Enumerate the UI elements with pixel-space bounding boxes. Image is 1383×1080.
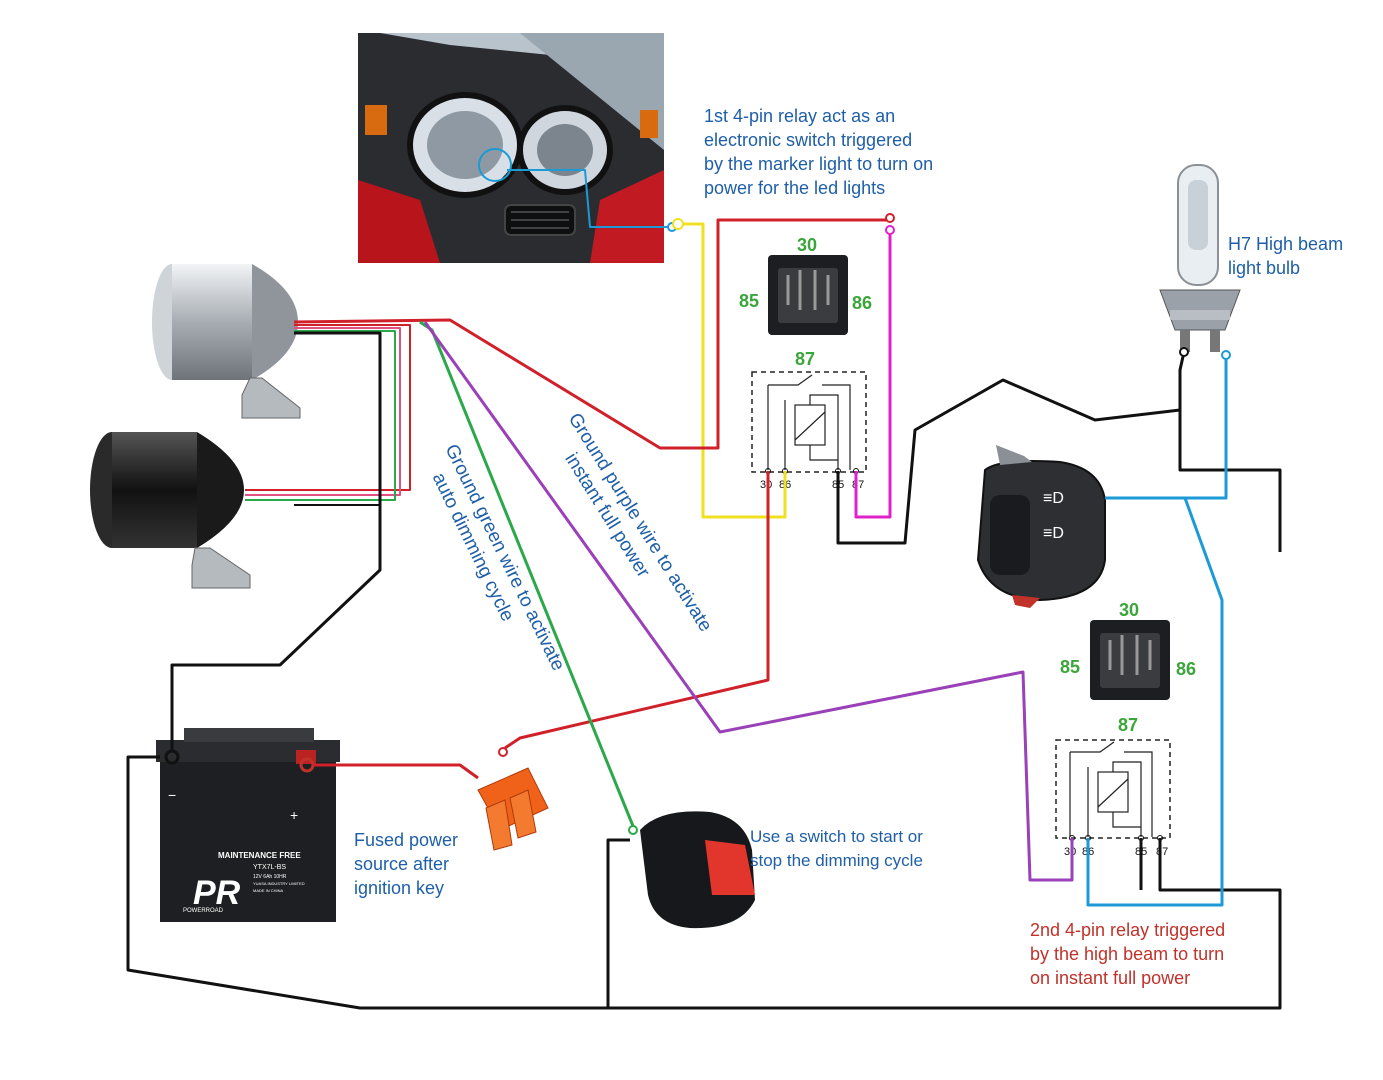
battery-industry: YUASA INDUSTRY LIMITED	[253, 881, 305, 886]
battery-model: YTX7L-BS	[253, 864, 286, 871]
green-wire-annotation: Ground green wire to activate auto dimmi…	[428, 441, 569, 674]
led-light-black	[90, 432, 251, 589]
relay2-pin-bottom-label: 87	[1118, 715, 1138, 735]
battery-spec: 12V 6Ah 10HR	[253, 874, 287, 880]
battery-label: MAINTENANCE FREE	[218, 851, 301, 860]
relay2-pin-left-label: 85	[1060, 657, 1080, 677]
dimming-switch	[628, 811, 755, 929]
relay1-description: 1st 4-pin relay act as an electronic swi…	[704, 106, 934, 198]
battery-brand: POWERROAD	[183, 908, 224, 914]
switch-description: Use a switch to start or stop the dimmin…	[750, 827, 923, 870]
relay2-pin-right-label: 86	[1176, 659, 1196, 679]
relay-2: 30 85 86 87 30 86 85 87	[1055, 600, 1196, 858]
relay1-pin-right-label: 86	[852, 293, 872, 313]
relay2-pin-top-label: 30	[1119, 600, 1139, 620]
relay-1: 30 85 86 87 30 86 85 87	[739, 235, 872, 491]
low-beam-icon: ≡D	[1043, 525, 1064, 542]
relay1-pin-left-label: 85	[739, 291, 759, 311]
purple-wire-annotation: Ground purple wire to activate instant f…	[560, 410, 716, 636]
h7-bulb	[1159, 164, 1241, 352]
high-beam-icon: ≡D	[1043, 490, 1064, 507]
h7-bulb-description: H7 High beam light bulb	[1228, 234, 1344, 278]
green-wire-label-line1: Ground green wire to activate	[441, 441, 569, 674]
battery: MAINTENANCE FREE YTX7L-BS 12V 6Ah 10HR Y…	[156, 728, 340, 922]
fuse	[477, 767, 549, 851]
purple-wire-label-line1: Ground purple wire to activate	[564, 410, 716, 636]
wires	[126, 169, 1282, 1010]
battery-logo: PR	[193, 874, 241, 912]
relay1-pin-top-label: 30	[797, 235, 817, 255]
led-light-silver	[152, 264, 301, 419]
relay2-pin-87: 87	[1156, 846, 1168, 858]
handlebar-switch: ≡D ≡D	[976, 445, 1106, 608]
relay1-pin-30: 30	[760, 479, 772, 491]
relay1-pin-87: 87	[852, 479, 864, 491]
battery-minus: −	[168, 787, 176, 803]
battery-plus: +	[290, 807, 298, 823]
relay2-description: 2nd 4-pin relay triggered by the high be…	[1030, 920, 1226, 988]
relay2-pin-30: 30	[1064, 846, 1076, 858]
relay1-pin-bottom-label: 87	[795, 349, 815, 369]
fuse-description: Fused power source after ignition key	[354, 830, 459, 898]
battery-made: MADE IN CHINA	[253, 888, 284, 893]
motorcycle-headlight-photo	[358, 33, 664, 263]
